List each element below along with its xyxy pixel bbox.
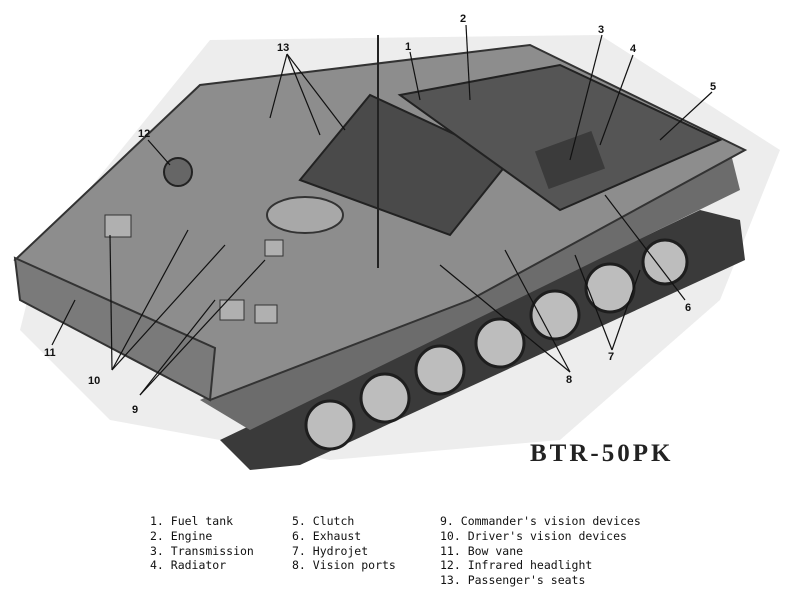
commander-cupola [266, 196, 344, 234]
callout-9: 9 [132, 404, 138, 416]
callout-13: 13 [277, 42, 289, 54]
vision-blocks [104, 214, 284, 324]
figure-title: BTR-50PK [530, 440, 674, 467]
infrared-headlight-shape [163, 157, 193, 187]
callout-4: 4 [630, 43, 637, 55]
callout-11: 11 [44, 347, 56, 359]
legend-item: 3. Transmission [150, 543, 254, 558]
legend-column-1: 1. Fuel tank 2. Engine 3. Transmission 4… [150, 514, 254, 573]
engine-compartment [397, 63, 723, 212]
legend-column-3: 9. Commander's vision devices 10. Driver… [440, 514, 641, 588]
legend-item: 9. Commander's vision devices [440, 514, 641, 528]
callout-12: 12 [138, 128, 150, 140]
legend-item: 12. Infrared headlight [440, 558, 593, 573]
callout-3: 3 [598, 24, 604, 36]
legend-item: 10. Driver's vision devices [440, 528, 627, 543]
leader-lines [51, 24, 713, 396]
callout-2: 2 [460, 13, 466, 25]
legend-item: 7. Hydrojet [292, 543, 369, 558]
callout-7: 7 [608, 351, 614, 363]
road-wheels [304, 238, 689, 451]
legend-item: 1. Fuel tank [150, 514, 234, 528]
legend-item: 6. Exhaust [292, 528, 362, 543]
bow-vane-shape [13, 256, 217, 402]
legend-item: 2. Engine [150, 528, 213, 543]
callout-8: 8 [566, 374, 572, 386]
callout-6: 6 [685, 302, 691, 314]
callout-5: 5 [710, 81, 716, 93]
legend-column-2: 5. Clutch 6. Exhaust 7. Hydrojet 8. Visi… [292, 514, 396, 573]
callout-10: 10 [88, 375, 100, 387]
callout-1: 1 [405, 41, 411, 53]
legend-item: 5. Clutch [292, 514, 355, 528]
legend-item: 8. Vision ports [292, 558, 396, 573]
legend-item: 11. Bow vane [440, 543, 524, 558]
legend-item: 4. Radiator [150, 558, 227, 573]
legend-item: 13. Passenger's seats [440, 573, 586, 588]
